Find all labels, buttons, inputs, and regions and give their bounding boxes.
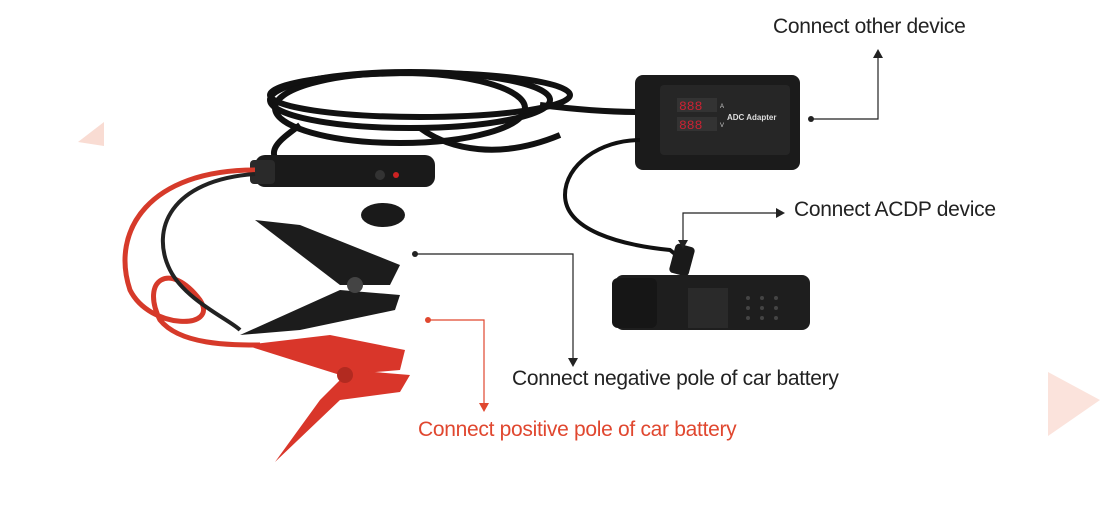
unit-amps: A [720,104,724,110]
leader-lines [415,56,879,404]
display-top: 888 [679,99,702,114]
coiled-cable [267,69,641,168]
leader-markers [412,49,883,412]
acdp-device [612,243,810,330]
label-acdp-device: Connect ACDP device [794,198,996,221]
cigarette-plug [250,155,435,227]
decor-triangle-right [1048,372,1100,436]
label-positive-pole: Connect positive pole of car battery [418,418,737,441]
leader-other-device [811,56,879,120]
display-bottom: 888 [679,118,702,133]
leader-positive-pole [428,319,485,404]
acdp-cable [562,138,687,264]
decor-triangle-left [78,122,104,146]
leader-acdp-device [682,212,778,243]
label-other-device: Connect other device [773,15,966,38]
unit-volts: V [720,123,724,129]
negative-clamp [240,220,400,335]
leader-negative-pole [415,253,574,358]
red-cable [122,167,261,348]
positive-clamp [245,335,410,462]
adc-adapter: 888 888 A V ADC Adapter [635,75,800,170]
adapter-name: ADC Adapter [727,113,776,122]
label-negative-pole: Connect negative pole of car battery [512,367,839,390]
